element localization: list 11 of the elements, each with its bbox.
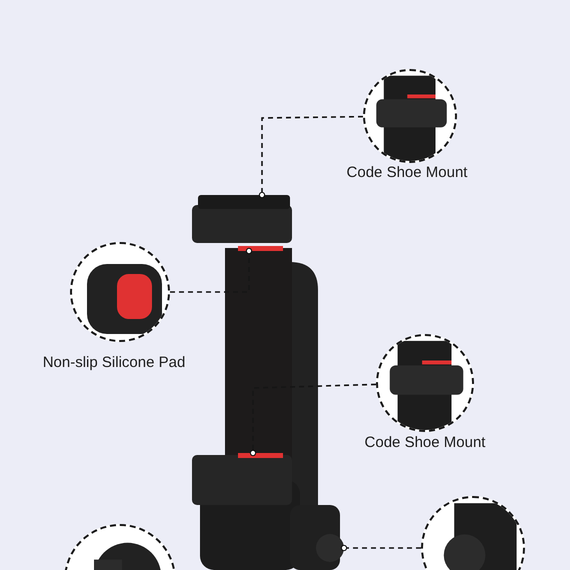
leader-line: [340, 544, 421, 552]
silicone-pad: [238, 246, 283, 251]
part-label: Code Shoe Mount: [364, 434, 486, 451]
clamp-top: [198, 195, 290, 209]
part-label: Non-slip Silicone Pad: [42, 354, 186, 371]
leader-line: [258, 116, 364, 198]
leader-line: [250, 384, 376, 456]
adjustment-knob: [316, 534, 344, 562]
part-label: Code Shoe Mount: [346, 164, 468, 181]
silicone-pad: [238, 453, 283, 458]
leader-line: [170, 248, 252, 293]
